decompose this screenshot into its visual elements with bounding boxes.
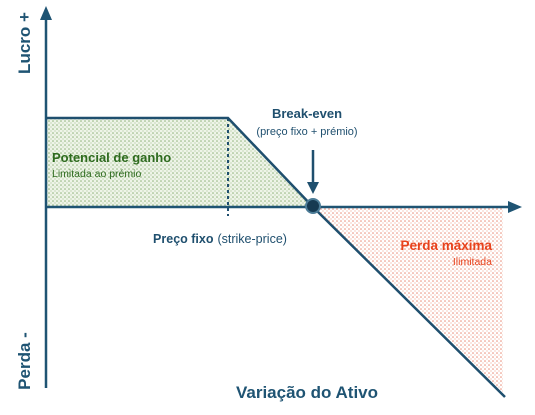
gain-area <box>46 118 313 207</box>
strike-label-bold: Preço fixo <box>153 232 214 246</box>
breakeven-subtitle: (preço fixo + prémio) <box>256 126 357 138</box>
strike-label-normal: (strike-price) <box>217 232 286 246</box>
breakeven-title: Break-even <box>272 106 342 121</box>
gain-title: Potencial de ganho <box>52 150 171 165</box>
gain-subtitle: Limitada ao prémio <box>52 168 141 180</box>
strike-label: Preço fixo(strike-price) <box>153 232 287 246</box>
x-axis-arrow-icon <box>508 201 522 213</box>
y-axis-top-label: Lucro + <box>15 12 34 74</box>
payoff-line <box>46 116 506 398</box>
loss-subtitle: Ilimitada <box>453 256 492 268</box>
y-axis-arrow-icon <box>40 6 52 20</box>
x-axis-label: Variação do Ativo <box>236 383 378 402</box>
breakeven-point <box>305 198 321 214</box>
y-axis-bottom-label: Perda - <box>15 332 34 390</box>
breakeven-arrow-icon <box>307 182 319 194</box>
loss-title: Perda máxima <box>400 238 492 253</box>
